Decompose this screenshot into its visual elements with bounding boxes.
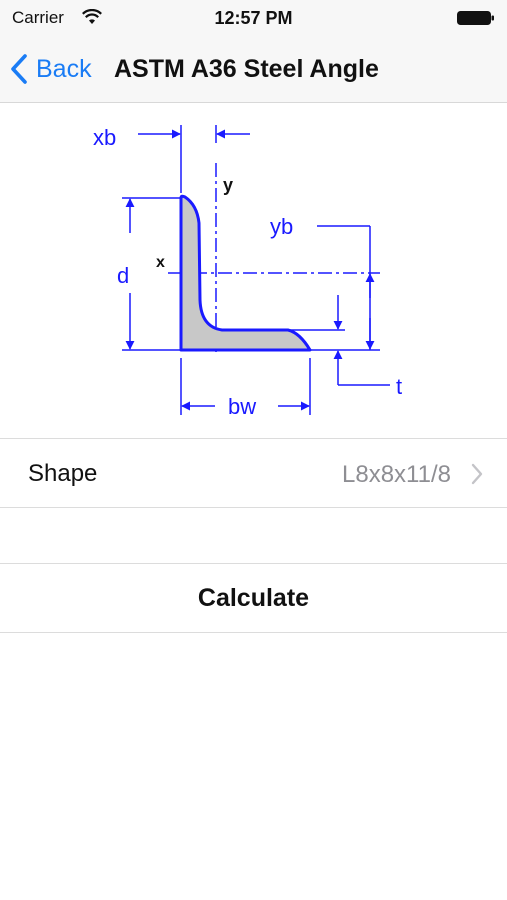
diagram-label-x: x <box>156 254 165 271</box>
angle-section-diagram: xb y yb d x t bw <box>93 125 402 419</box>
calculate-label: Calculate <box>197 584 310 612</box>
chevron-left-icon <box>11 54 27 84</box>
diagram-label-y: y <box>223 175 233 195</box>
wifi-icon <box>82 9 102 24</box>
calculate-button[interactable]: Calculate <box>0 563 507 633</box>
status-time: 12:57 PM <box>214 8 293 28</box>
diagram-label-yb: yb <box>270 214 293 239</box>
diagram-label-bw: bw <box>228 394 256 419</box>
status-bar: Carrier 12:57 PM <box>0 0 507 36</box>
back-label: Back <box>36 54 92 83</box>
carrier-name: Carrier <box>12 8 64 27</box>
shape-label: Shape <box>28 460 98 487</box>
shape-selector-row[interactable]: Shape L8x8x11/8 <box>0 438 507 508</box>
diagram-label-d: d <box>117 263 129 288</box>
back-button[interactable]: Back <box>10 50 92 88</box>
diagram-label-t: t <box>396 374 402 399</box>
chevron-right-icon <box>471 463 483 485</box>
shape-value: L8x8x11/8 <box>342 461 451 488</box>
page-title: ASTM A36 Steel Angle <box>114 55 379 83</box>
navigation-bar: Back ASTM A36 Steel Angle <box>0 36 507 103</box>
battery-icon <box>457 11 494 25</box>
diagram-label-xb: xb <box>93 125 116 150</box>
